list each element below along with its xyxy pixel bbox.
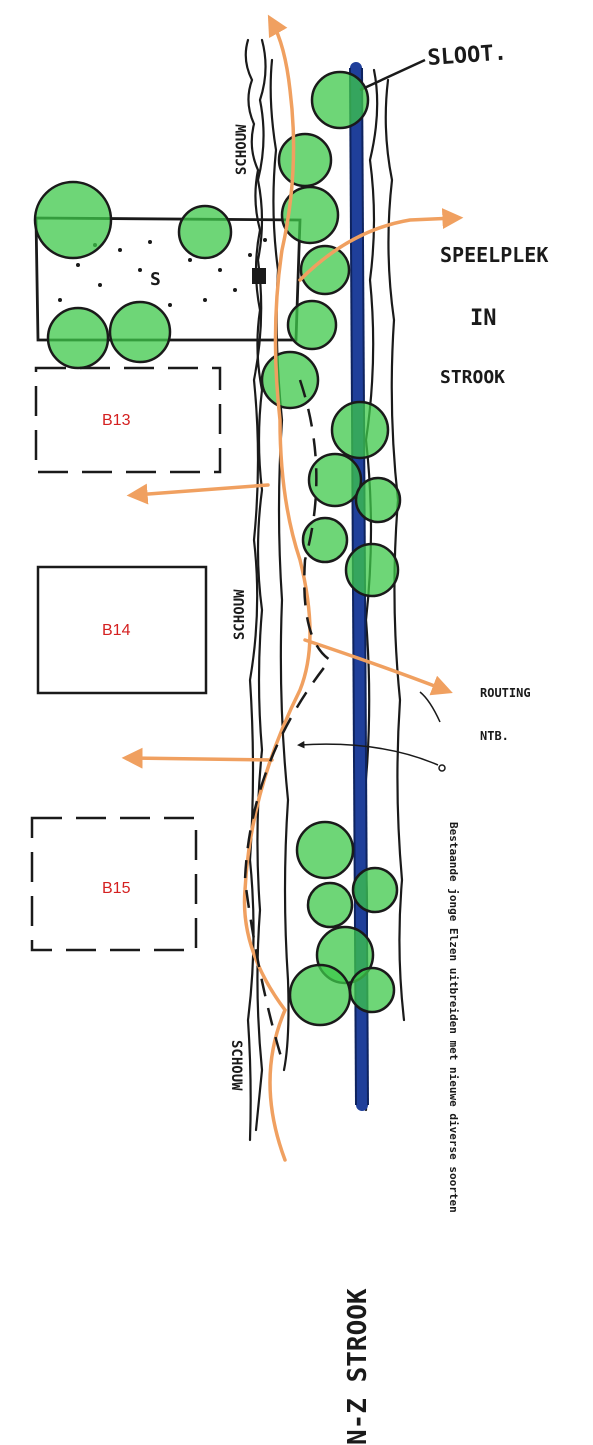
tree <box>295 820 355 880</box>
tree <box>108 300 172 364</box>
label-schouw-middle: SCHOUW <box>232 589 248 640</box>
tree <box>301 516 349 564</box>
leader-lines <box>297 691 446 772</box>
plot-label-b14: B14 <box>102 622 131 639</box>
trees <box>33 70 402 1027</box>
label-strook: STROOK <box>440 367 505 388</box>
label-routing: ROUTING <box>480 686 531 700</box>
tree <box>354 476 402 524</box>
plot-label-b15: B15 <box>102 880 131 897</box>
tree <box>288 963 352 1027</box>
label-schouw-bottom: SCHOUW <box>228 1040 244 1091</box>
plot-b13: B13 <box>34 366 222 474</box>
tree <box>351 866 399 914</box>
plot-label-b13: B13 <box>102 412 131 429</box>
plot-b14: B14 <box>36 565 208 695</box>
routes <box>121 14 464 1162</box>
label-bestaande-elzen: Bestaande jonge Elzen uitbreiden met nie… <box>447 822 460 1213</box>
tree <box>46 306 110 370</box>
tree <box>299 244 351 296</box>
tree <box>330 400 390 460</box>
tree <box>344 542 400 598</box>
tree <box>307 452 363 508</box>
tree <box>33 180 113 260</box>
tree <box>277 132 333 188</box>
label-speelplek: SPEELPLEK <box>440 243 548 267</box>
tree <box>260 350 320 410</box>
label-in: IN <box>470 306 497 331</box>
tree <box>280 185 340 245</box>
tree <box>348 966 396 1014</box>
tree <box>177 204 233 260</box>
label-schouw-top: SCHOUW <box>234 124 250 175</box>
label-sloot: SLOOT. <box>427 41 508 71</box>
tree <box>306 881 354 929</box>
label-ntb: NTB. <box>480 729 509 743</box>
plot-b15: B15 <box>30 816 198 952</box>
tree <box>286 299 338 351</box>
play-area-mark: S <box>150 269 161 290</box>
dashed-path <box>243 379 332 1061</box>
tree <box>310 70 370 130</box>
label-nz-strook: N-Z STROOK <box>343 1288 373 1445</box>
